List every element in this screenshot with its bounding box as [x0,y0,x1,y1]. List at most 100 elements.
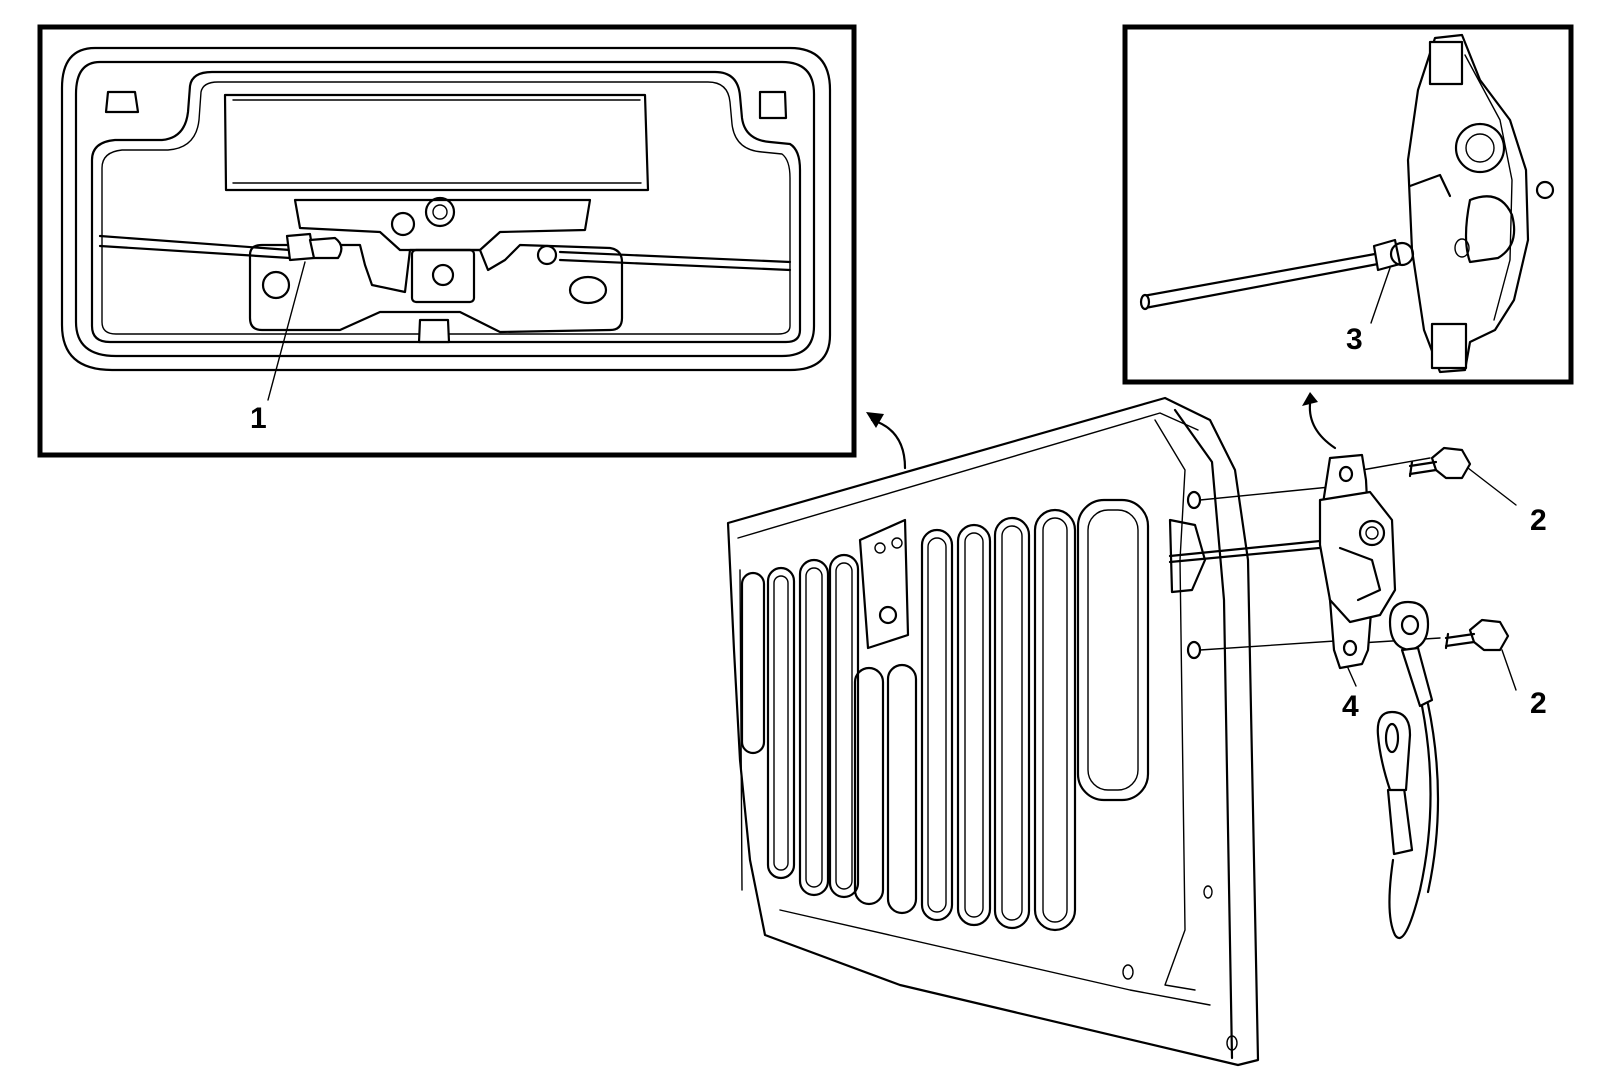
rib-r2 [956,523,992,927]
tailgate-panel [726,396,1260,1067]
actuator-block [410,248,476,304]
panel-latch-cutout [1168,518,1207,594]
latch-tab-bottom [1430,322,1468,370]
actuator-bolt [431,263,455,287]
callout-2-lower: 2 [1530,687,1547,720]
panel-rod-lower [1168,545,1332,564]
inset-frame-right [1122,24,1574,385]
latch-body-edge [1464,54,1513,321]
bolt-upper-head [1430,446,1472,480]
rod-end [1139,293,1151,311]
arrow-head-left [866,412,884,428]
latch-striker-center [1465,133,1495,163]
rod-right-upper [558,250,792,264]
callout-2a-leader [1467,467,1517,506]
cable-wire [1388,704,1432,940]
inset-latch-detail [1122,24,1574,385]
callout-3: 3 [1346,323,1363,356]
rib-l2-inner [773,575,789,871]
bolt-lower-shank [1444,632,1476,650]
mech-stud-2 [424,196,456,228]
latch-mech-rotor [1338,546,1382,602]
latch-pin [1535,180,1555,200]
tailgate-side-inner [1154,419,1196,991]
rod-clip-latch [308,236,343,260]
latch-tab-top [1428,40,1464,86]
cable-ferrule-bottom [1386,786,1414,856]
tailgate-bottom-rail [779,909,1211,1006]
inset-handle-detail [37,24,857,458]
retainer-clip-top-right [758,90,788,120]
latch-mech-boss [1358,519,1386,547]
latch-plate-hole-lower [1342,639,1358,657]
curved-arrow-left [870,418,907,470]
inset-frame-left [37,24,857,458]
latch-mechanism [1318,490,1397,624]
mech-stud-1 [390,211,416,237]
tailgate-outline [726,396,1260,1067]
handle-pocket [90,70,802,344]
bracket-hole-right [568,275,608,305]
cable-ferrule-top [1400,646,1434,708]
callout-2b-leader [1501,649,1517,691]
callout-1-leader [267,261,306,401]
rib-l1 [740,571,766,755]
tailgate-top-lip [737,412,1199,539]
rib-l4 [828,553,860,899]
callout-1: 1 [250,402,267,435]
latch-wire [1408,173,1452,198]
rod-clip-3-head [1389,241,1415,267]
hinge-bracket-hole-2 [891,537,903,549]
rod-upper [1141,252,1377,298]
rib-l3-inner [805,567,823,888]
center-bracket [248,243,624,334]
rib-l3 [798,558,830,897]
rod-lower [1143,262,1380,310]
align-line-bolt-upper [1361,457,1431,471]
callout-4-leader [1347,667,1357,687]
panel-drain-3 [1203,885,1213,899]
hinge-bracket-hole-1 [874,542,886,554]
tailgate-side-flange [1173,408,1234,1060]
retainer-clip-bottom [417,318,451,344]
latch-rotor [1464,195,1516,264]
latch-body [1406,33,1530,374]
rib-r2-inner [964,532,984,918]
rib-r1 [920,528,954,922]
curved-arrow-right [1308,402,1337,450]
align-line-lower [1199,639,1351,651]
rod-clip-body [285,232,316,262]
bolt-upper-shank [1408,460,1438,478]
rib-r1-inner [927,537,947,913]
latch-slot [1454,238,1470,258]
cable-eyelet-top-hole [1400,614,1420,636]
rod-left-lower [98,244,292,260]
panel-pocket [1076,498,1150,802]
hinge-bracket-bolt [878,605,898,625]
panel-mount-hole-upper [1186,490,1202,510]
rib-r4 [1033,508,1077,932]
rib-c2 [886,663,918,915]
latch-plate-hole-upper [1338,465,1354,483]
grip-handle [223,93,650,192]
retainer-clip-top-left [104,90,140,114]
panel-rod-upper [1168,538,1332,558]
mech-stud-2-center [432,204,448,220]
bracket-hole-left [261,270,291,300]
latch-striker-boss [1454,122,1506,174]
callout-3-leader [1370,267,1391,324]
callout-4: 4 [1342,690,1359,723]
cable-eyelet-bottom-slot [1384,722,1400,754]
rod-right-lower [558,258,792,272]
latch-assembly-exploded [1168,446,1517,940]
rib-r4-inner [1042,517,1068,923]
cable-wire-2 [1426,702,1440,894]
bolt-lower-head [1468,618,1510,652]
rib-r3-inner [1001,525,1023,921]
panel-mount-hole-lower [1186,640,1202,660]
arrow-head-right [1302,392,1318,406]
handle-bezel-inner [74,60,816,358]
rod-right-eye [536,244,558,266]
rib-l2 [766,566,796,880]
